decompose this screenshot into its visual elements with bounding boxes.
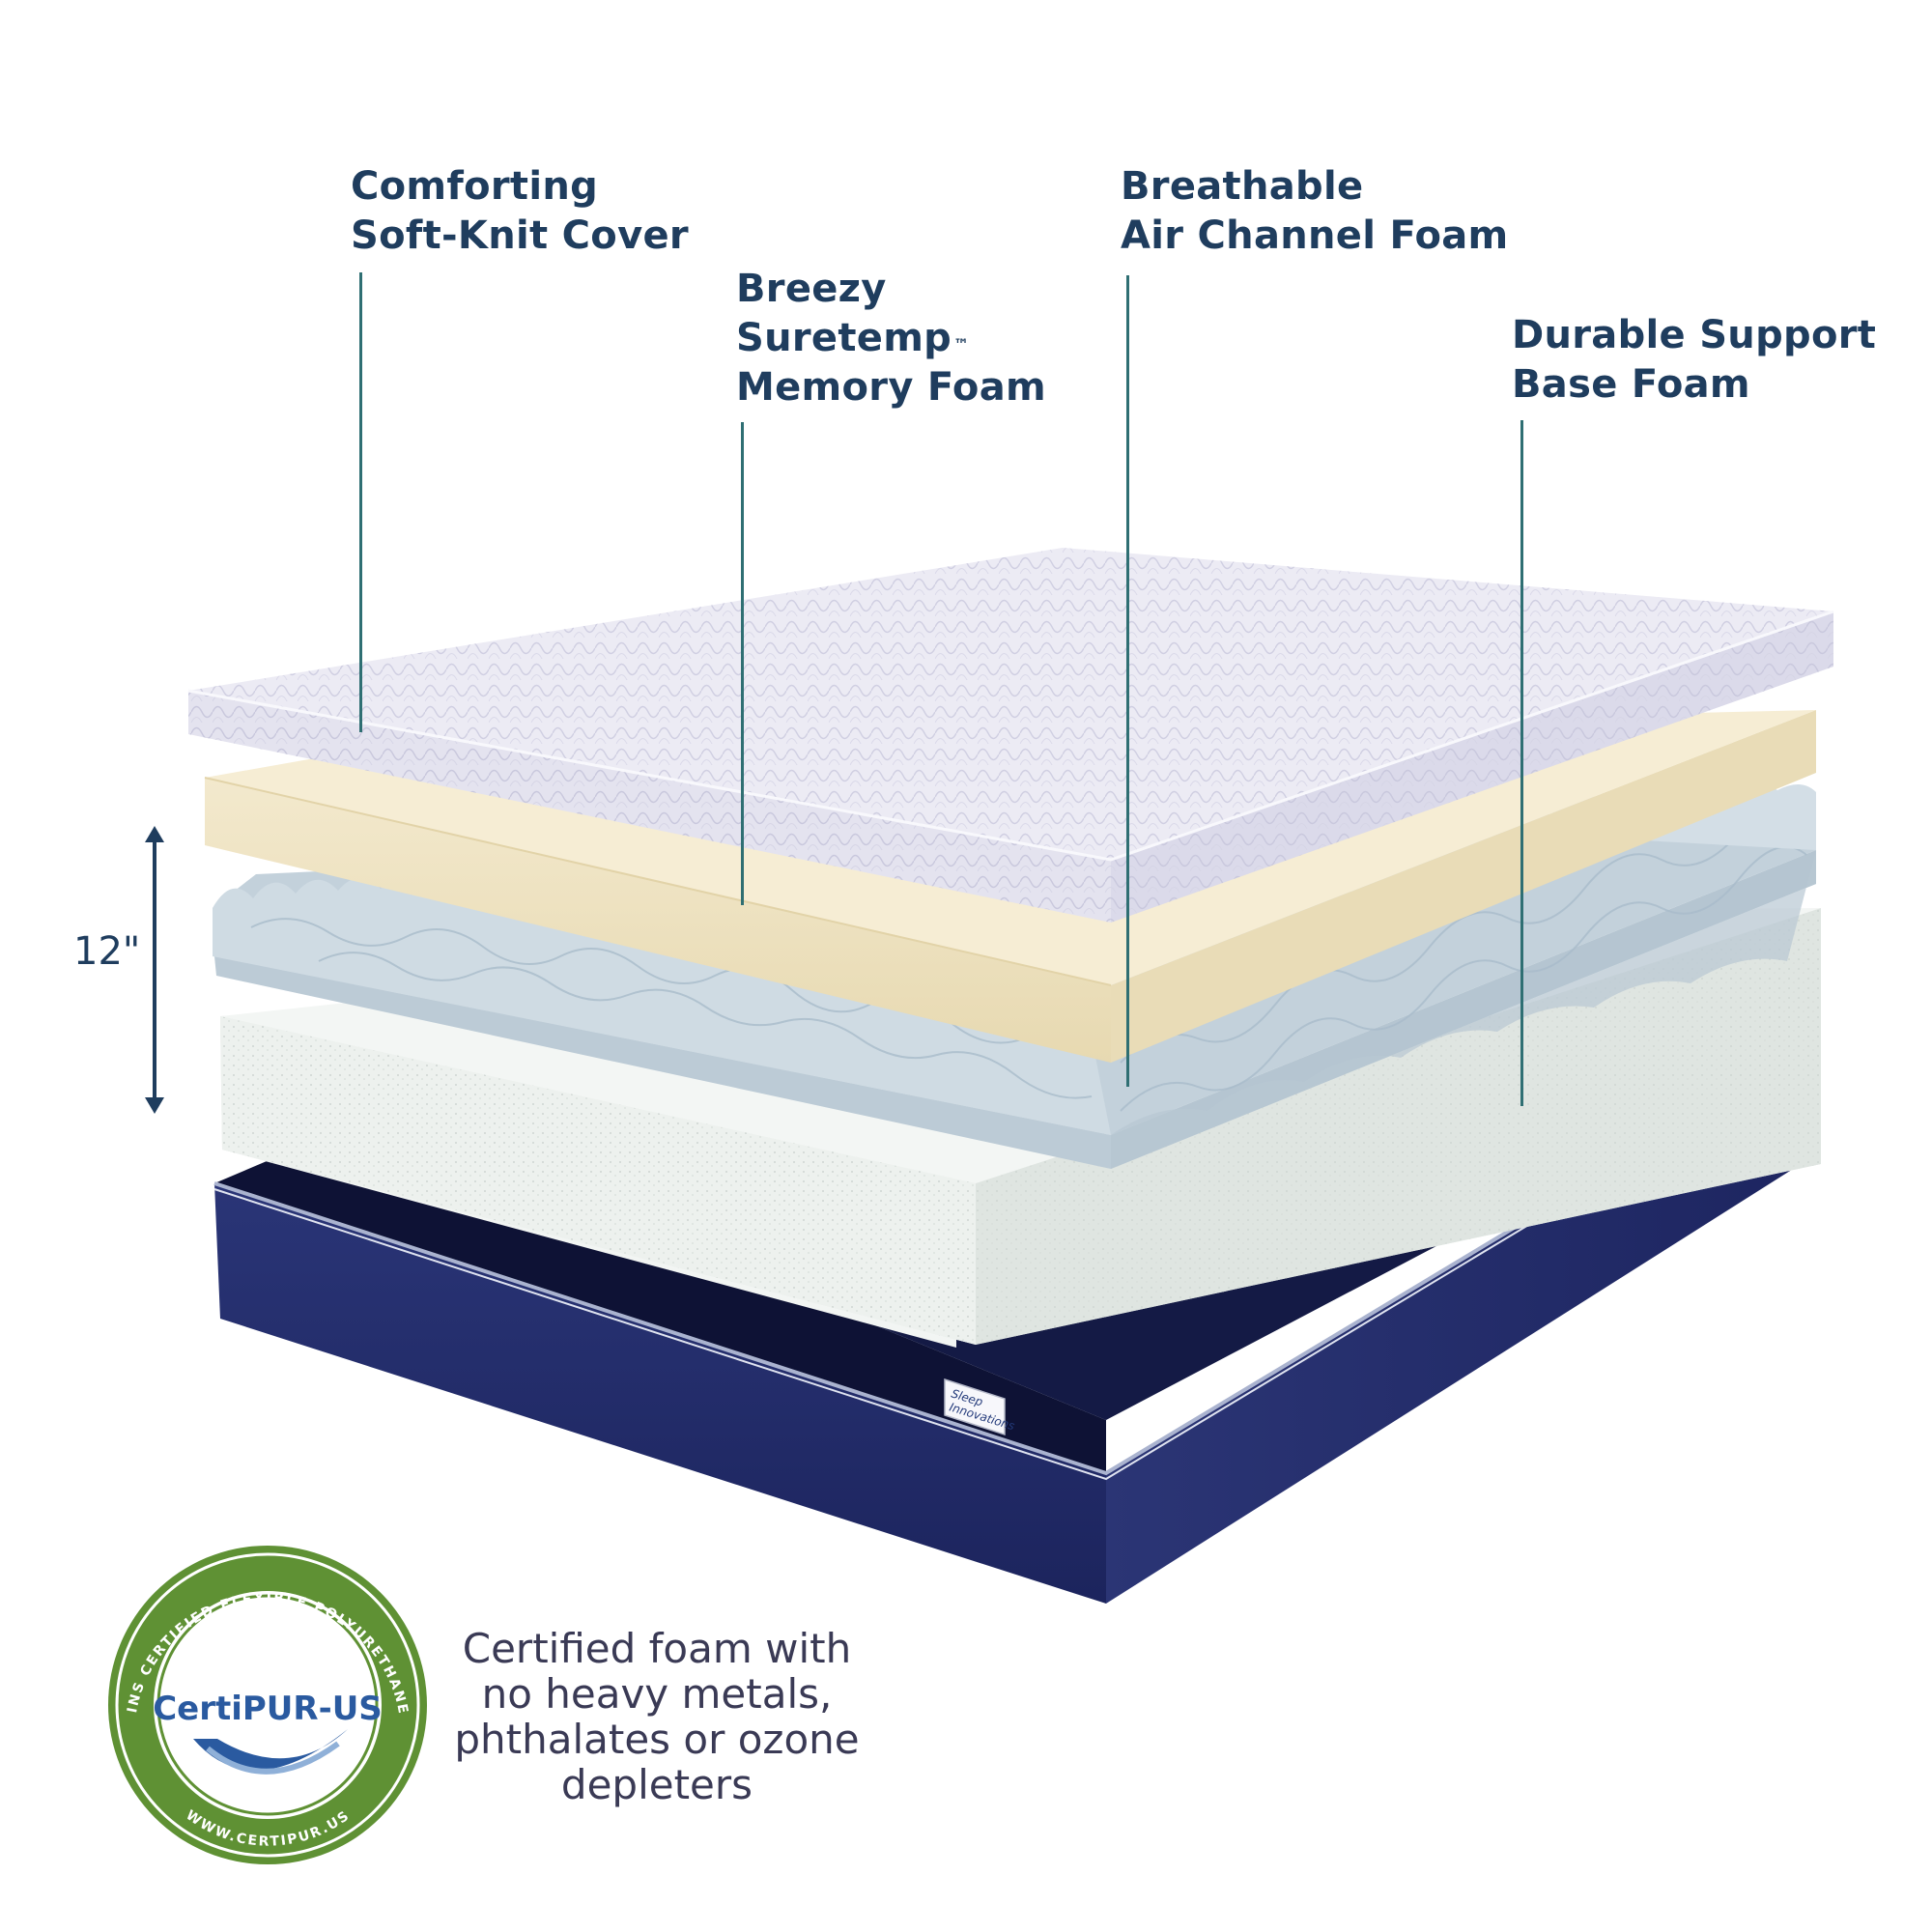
cert-line-1: Certified foam with bbox=[462, 1625, 852, 1672]
air-channel-leader-line bbox=[1126, 275, 1129, 1087]
cover-label-line1: Comforting bbox=[351, 164, 599, 209]
cert-line-2: no heavy metals, bbox=[481, 1670, 833, 1718]
trademark-mark: ™ bbox=[953, 335, 970, 354]
cover-layer bbox=[187, 548, 1834, 923]
base-foam-label: Durable Support Base Foam bbox=[1512, 311, 1876, 410]
cover-label-line2: Soft-Knit Cover bbox=[351, 213, 689, 258]
cert-line-3: phthalates or ozone bbox=[454, 1716, 860, 1763]
certification-description: Certified foam with no heavy metals, pht… bbox=[440, 1626, 874, 1807]
memory-foam-leader-line bbox=[741, 422, 744, 905]
cover-leader-line bbox=[359, 272, 362, 732]
height-label: 12" bbox=[73, 929, 141, 974]
base-foam-leader-line bbox=[1520, 420, 1523, 1106]
cert-line-4: depleters bbox=[560, 1761, 753, 1808]
base-foam-label-line1: Durable Support bbox=[1512, 313, 1877, 357]
base-foam-label-line2: Base Foam bbox=[1512, 362, 1750, 407]
memory-foam-label-line3: Memory Foam bbox=[736, 365, 1046, 410]
air-channel-label: Breathable Air Channel Foam bbox=[1121, 162, 1509, 261]
air-channel-label-line2: Air Channel Foam bbox=[1121, 213, 1509, 258]
height-dimension-arrow bbox=[145, 826, 164, 1114]
memory-foam-brand-name: Suretemp bbox=[736, 316, 952, 360]
brand-tag: Sleep Innovations bbox=[944, 1378, 1016, 1436]
air-channel-label-line1: Breathable bbox=[1121, 164, 1364, 209]
memory-foam-label-line1: Breezy bbox=[736, 267, 887, 311]
cover-label: Comforting Soft-Knit Cover bbox=[351, 162, 689, 261]
seal-logo-text: CertiPUR-US bbox=[153, 1690, 383, 1728]
